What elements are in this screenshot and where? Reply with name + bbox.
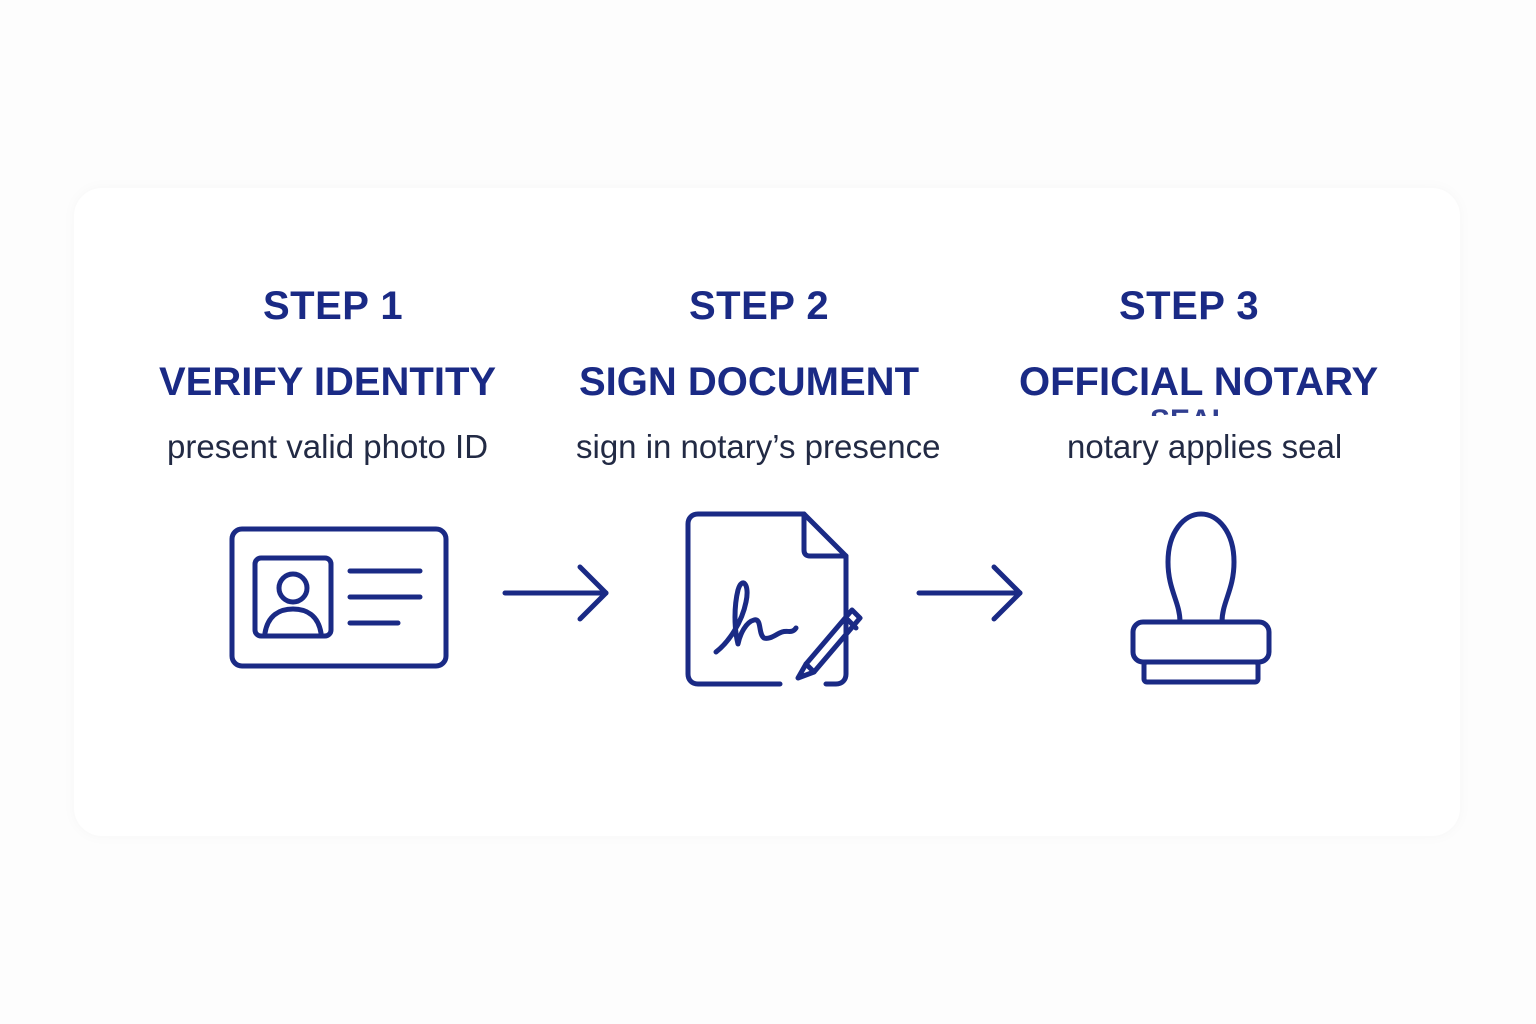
step-3-title: OFFICIAL NOTARY [1019, 360, 1379, 404]
step-1-description: present valid photo ID [167, 428, 489, 465]
step-3-number: STEP 3 [1119, 284, 1260, 328]
step-3-description: notary applies seal [1067, 428, 1343, 465]
arrow-right-icon [500, 562, 614, 624]
step-1-number: STEP 1 [263, 284, 404, 328]
id-card-icon [228, 525, 450, 670]
notary-stamp-icon [1128, 510, 1274, 686]
step-2-number: STEP 2 [689, 284, 830, 328]
step-2-title: SIGN DOCUMENT [579, 360, 919, 404]
signed-document-icon [684, 510, 870, 692]
step-3-title-overflow: SEAL [1150, 404, 1230, 416]
arrow-right-icon [914, 562, 1028, 624]
step-1-title: VERIFY IDENTITY [159, 360, 497, 404]
step-2-description: sign in notary’s presence [576, 428, 941, 465]
